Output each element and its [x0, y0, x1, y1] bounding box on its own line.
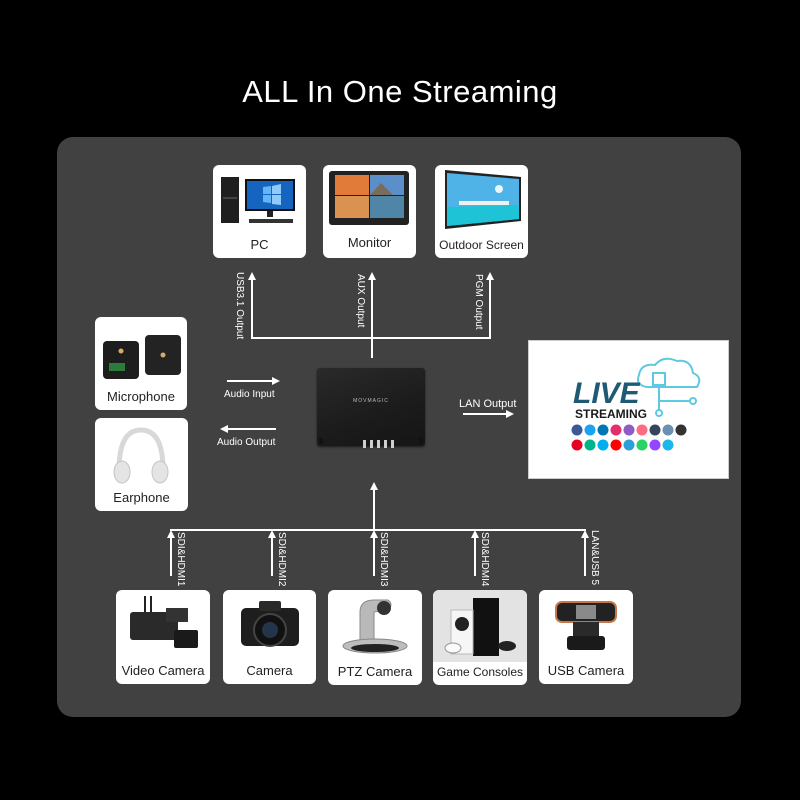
arrow-up-icon — [370, 482, 378, 490]
input-4-label: SDI&HDMI4 — [479, 532, 490, 587]
audio-output-label: Audio Output — [217, 437, 276, 448]
video-camera-card: Video Camera — [116, 590, 210, 684]
usb-output-label: USB3.1 Output — [234, 272, 245, 340]
game-consoles-card: Game Consoles — [433, 590, 527, 685]
arrow-up-icon — [370, 530, 378, 538]
outdoor-screen-card: Outdoor Screen — [435, 165, 528, 258]
camera-label: Camera — [246, 663, 293, 678]
earphone-icon — [113, 427, 169, 484]
pgm-output-label: PGM Output — [473, 274, 484, 330]
arrow-up-icon — [167, 530, 175, 538]
page-title: ALL In One Streaming — [242, 74, 558, 109]
input-5-label: LAN&USB 5 — [589, 530, 600, 586]
audio-input-label: Audio Input — [224, 389, 275, 400]
streaming-switcher-icon — [319, 438, 423, 448]
audio-output-line — [228, 428, 276, 430]
pc-card: PC — [213, 165, 306, 258]
video-camera-icon — [130, 596, 198, 648]
pgm-output-line — [489, 278, 491, 338]
arrow-up-icon — [471, 530, 479, 538]
ptz-camera-icon — [342, 599, 408, 654]
input-4-line — [474, 536, 476, 576]
audio-input-line — [227, 380, 273, 382]
top-bus-line — [251, 337, 491, 339]
microphone-card: Microphone — [95, 317, 187, 410]
device-brand: MOVMAGIC — [353, 398, 389, 404]
arrow-up-icon — [486, 272, 494, 280]
arrow-left-icon — [220, 425, 228, 433]
outdoor-screen-label: Outdoor Screen — [439, 238, 524, 252]
social-icon — [584, 439, 596, 451]
usb-output-line — [251, 278, 253, 338]
social-icon — [675, 424, 687, 436]
earphone-card: Earphone — [95, 418, 188, 511]
social-icon — [610, 424, 622, 436]
social-icon — [571, 439, 583, 451]
arrow-right-icon — [272, 377, 280, 385]
social-icon — [649, 424, 661, 436]
arrow-up-icon — [248, 272, 256, 280]
input-2-line — [271, 536, 273, 576]
pc-label: PC — [250, 237, 269, 252]
input-3-line — [373, 536, 375, 576]
game-consoles-label: Game Consoles — [436, 665, 524, 679]
lan-output-line — [463, 413, 507, 415]
svg-text:LIVE: LIVE — [573, 377, 641, 410]
bottom-bus-line — [170, 529, 586, 531]
social-icon — [584, 424, 596, 436]
social-icon — [662, 439, 674, 451]
social-icon — [662, 424, 674, 436]
usb-camera-card: USB Camera — [539, 590, 633, 684]
social-icon — [623, 439, 635, 451]
ptz-camera-label: PTZ Camera — [337, 664, 413, 679]
input-5-line — [584, 536, 586, 576]
microphone-label: Microphone — [107, 389, 175, 404]
arrow-up-icon — [581, 530, 589, 538]
earphone-label: Earphone — [113, 490, 170, 505]
live-streaming-logo: LIVE STREAMING — [571, 357, 701, 451]
video-camera-label: Video Camera — [121, 663, 205, 678]
arrow-right-icon — [506, 410, 514, 418]
ptz-camera-card: PTZ Camera — [328, 590, 422, 685]
social-icon — [636, 424, 648, 436]
input-3-label: SDI&HDMI3 — [378, 532, 389, 587]
camera-card: Camera — [223, 590, 316, 684]
lan-output-label: LAN Output — [459, 398, 517, 410]
pc-icon — [221, 177, 295, 223]
aux-output-label: AUX Output — [355, 274, 366, 328]
outdoor-screen-icon — [445, 170, 521, 229]
social-icon — [571, 424, 583, 436]
monitor-icon — [329, 171, 409, 225]
social-icon — [623, 424, 635, 436]
input-trunk-line — [373, 488, 375, 530]
social-icon — [649, 439, 661, 451]
camera-icon — [241, 601, 299, 647]
input-1-line — [170, 536, 172, 576]
social-icon — [597, 439, 609, 451]
input-2-label: SDI&HDMI2 — [276, 532, 287, 587]
monitor-card: Monitor — [323, 165, 416, 258]
aux-output-line — [371, 278, 373, 358]
arrow-up-icon — [368, 272, 376, 280]
social-icon — [597, 424, 609, 436]
usb-camera-icon — [555, 601, 617, 650]
live-streaming-card: LIVE STREAMING — [528, 340, 729, 479]
input-1-label: SDI&HDMI1 — [175, 532, 186, 587]
svg-text:STREAMING: STREAMING — [575, 407, 647, 421]
microphone-icon — [103, 335, 181, 379]
social-icon — [610, 439, 622, 451]
monitor-label: Monitor — [347, 235, 392, 250]
social-icon — [636, 439, 648, 451]
streaming-switcher-device: MOVMAGIC — [317, 368, 425, 448]
arrow-up-icon — [268, 530, 276, 538]
game-console-icon — [433, 590, 527, 662]
usb-camera-label: USB Camera — [547, 663, 625, 678]
